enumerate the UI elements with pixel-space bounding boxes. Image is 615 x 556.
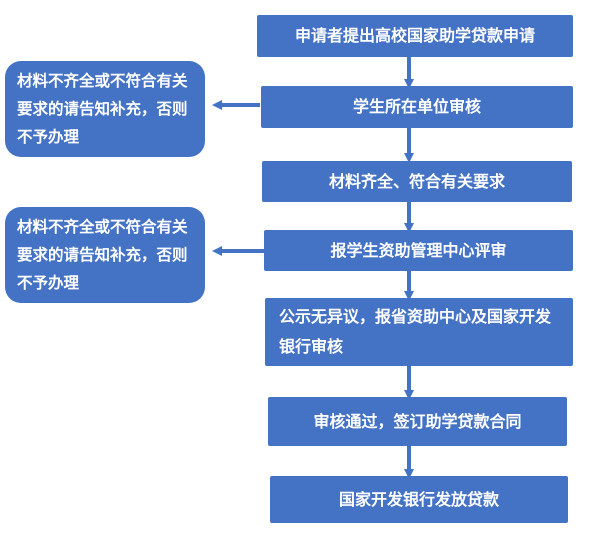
step-7-loan-release: 国家开发银行发放贷款: [270, 476, 568, 523]
side-note-2: 材料不齐全或不符合有关要求的请告知补充，否则不予办理: [5, 207, 205, 303]
step-4-center-review: 报学生资助管理中心评审: [264, 230, 573, 271]
step-5-public-notice: 公示无异议，报省资助中心及国家开发银行审核: [265, 298, 573, 366]
side-note-1: 材料不齐全或不符合有关要求的请告知补充，否则不予办理: [5, 61, 205, 157]
step-6-sign-contract: 审核通过，签订助学贷款合同: [268, 397, 567, 446]
step-3-materials-complete: 材料齐全、符合有关要求: [262, 161, 572, 202]
step-2-unit-review: 学生所在单位审核: [261, 86, 573, 128]
step-1-apply: 申请者提出高校国家助学贷款申请: [257, 15, 573, 57]
